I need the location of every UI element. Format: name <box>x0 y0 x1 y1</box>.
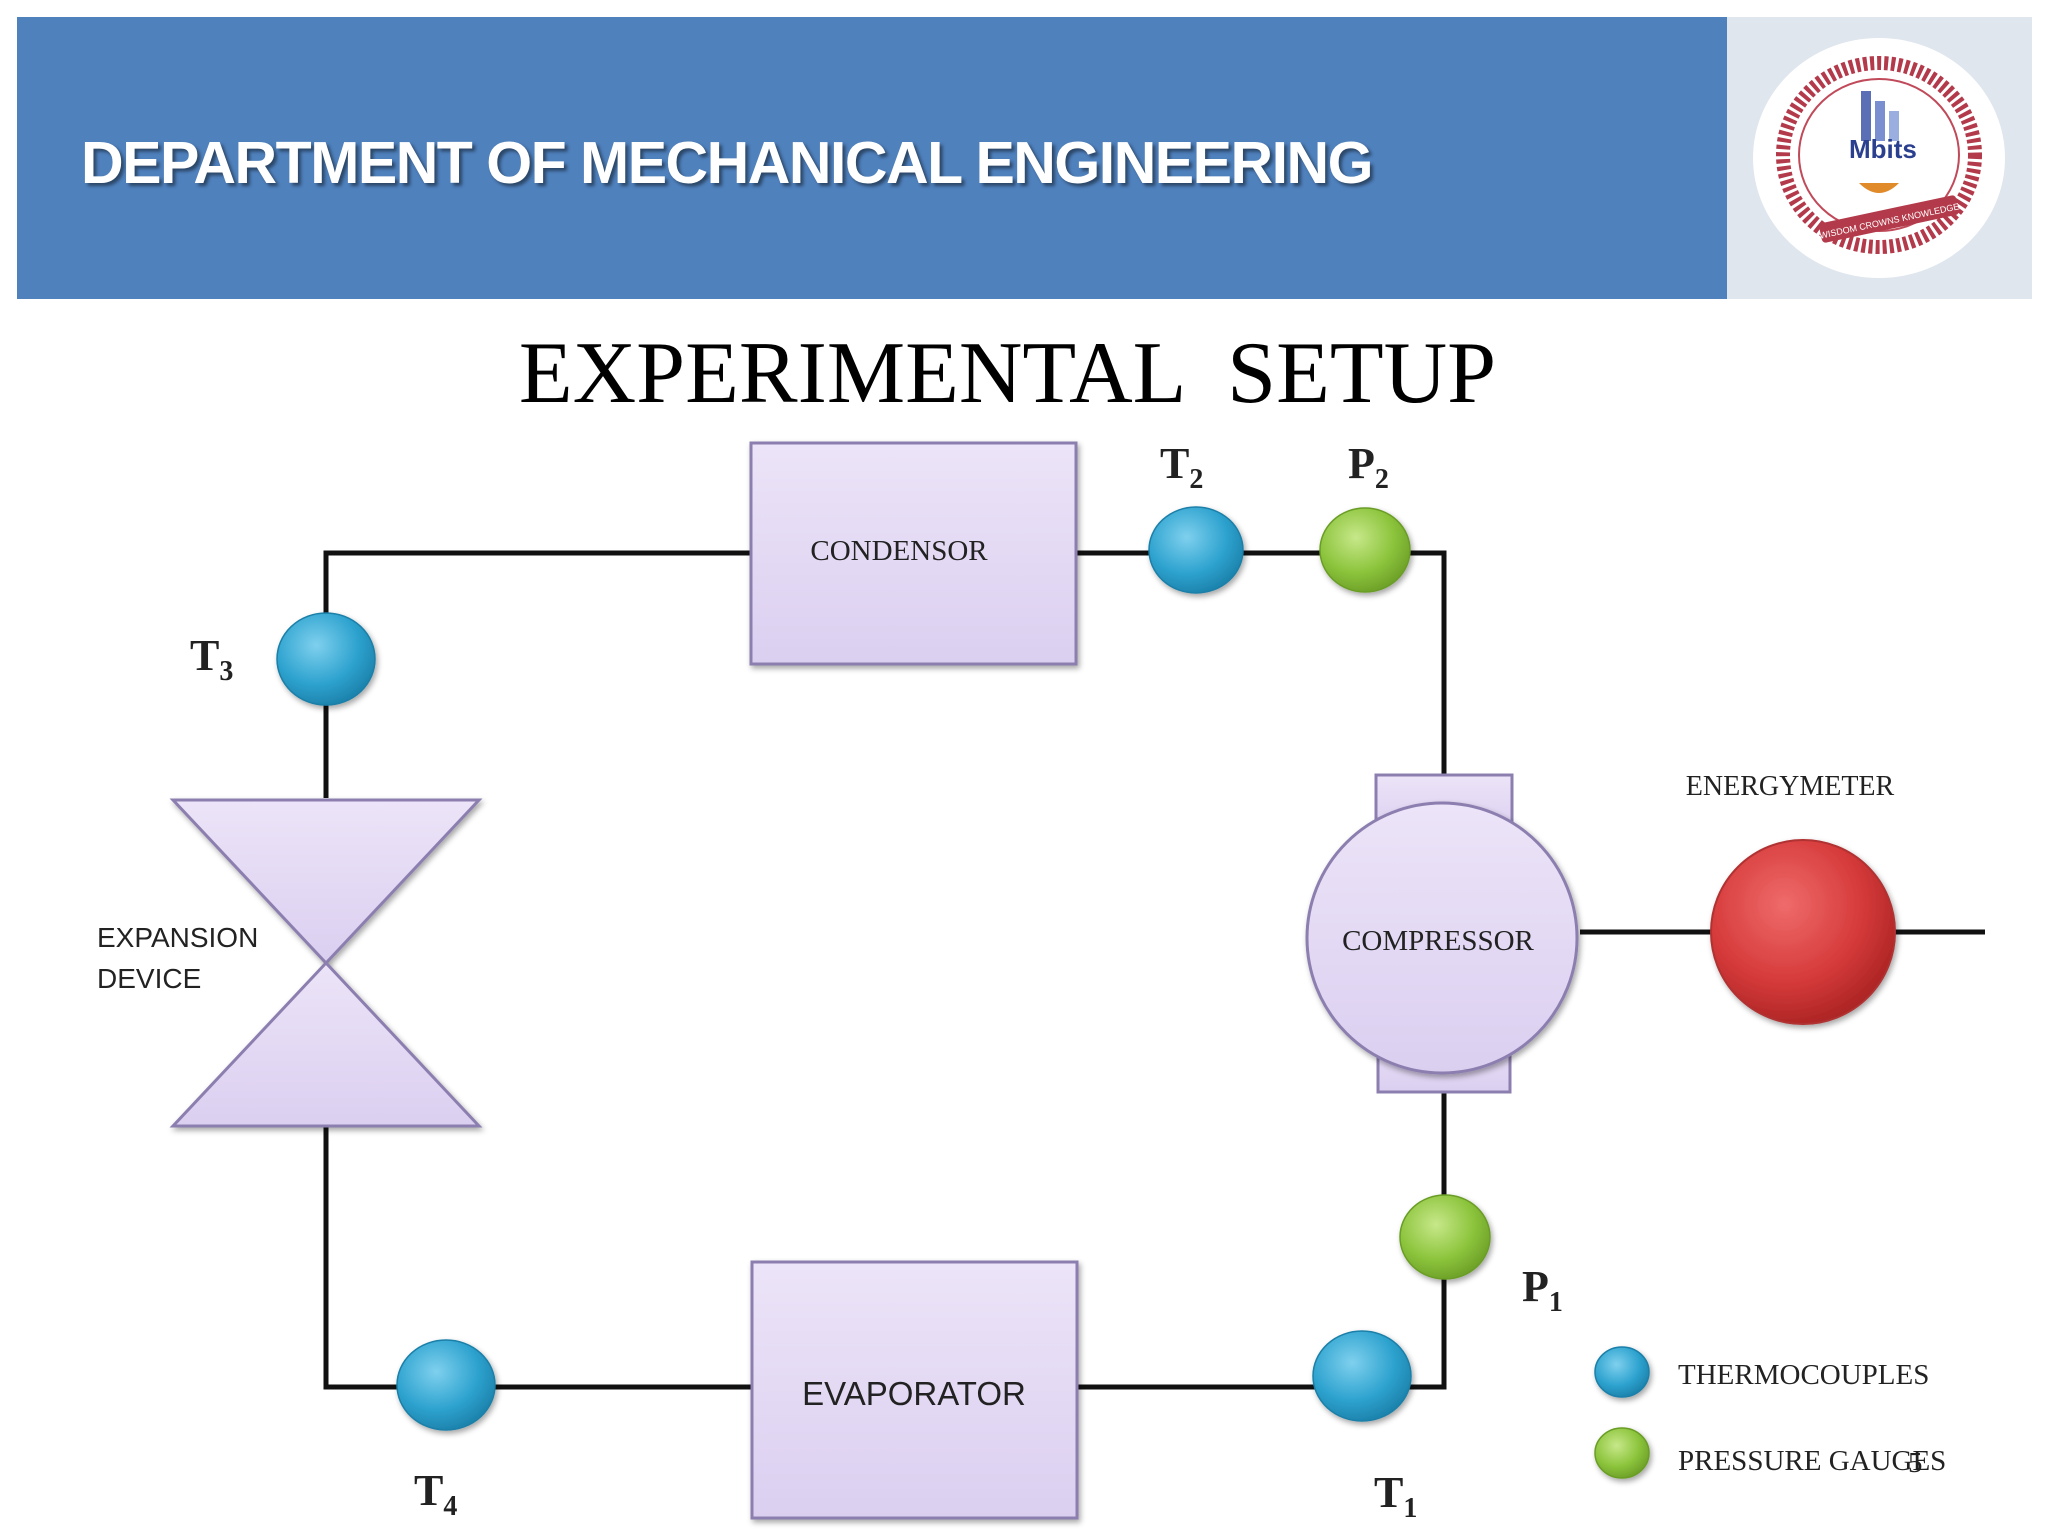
thermocouple-t4: T4 <box>396 1339 496 1522</box>
compressor-body <box>1305 801 1579 1075</box>
evaporator-box <box>750 1260 1079 1520</box>
legend: THERMOCOUPLES PRESSURE GAUGES 5 <box>1594 1346 1946 1479</box>
thermocouple-t2: T2 <box>1148 439 1244 594</box>
legend-pressure-gauges-label: PRESSURE GAUGES <box>1678 1445 1946 1477</box>
expansion-label-line1: EXPANSION <box>97 922 258 953</box>
pressure-gauge-p1: P1 <box>1399 1194 1563 1318</box>
logo-text: Mbits <box>1849 134 1917 164</box>
pressure-gauge-p2-marker <box>1319 507 1411 593</box>
t4-label: T4 <box>414 1466 457 1522</box>
p2-label: P2 <box>1348 439 1389 495</box>
page-number: 5 <box>1908 1447 1923 1479</box>
institution-logo: Mbits WISDOM CROWNS KNOWLEDGE <box>1753 38 2005 278</box>
department-title: DEPARTMENT OF MECHANICAL ENGINEERING <box>81 130 1374 196</box>
thermocouple-t1: T1 <box>1312 1330 1417 1524</box>
thermocouple-t3: T3 <box>190 612 376 706</box>
evaporator-unit: EVAPORATOR <box>750 1260 1079 1520</box>
p1-label: P1 <box>1522 1262 1563 1318</box>
compressor-unit: COMPRESSOR <box>1305 773 1579 1094</box>
energymeter-label: ENERGYMETER <box>1686 771 1895 802</box>
t3-label: T3 <box>190 631 233 687</box>
legend-pressure-gauge-swatch <box>1594 1427 1650 1479</box>
thermocouple-t3-marker <box>276 612 376 706</box>
expansion-lower-triangle <box>169 960 483 1128</box>
t1-label: T1 <box>1374 1468 1417 1524</box>
t2-label: T2 <box>1160 439 1203 495</box>
energymeter-unit: ENERGYMETER <box>1686 771 1896 1025</box>
thermocouple-t1-marker <box>1312 1330 1412 1422</box>
condensor-unit: CONDENSOR <box>749 441 1078 666</box>
thermocouple-t2-marker <box>1148 506 1244 594</box>
compressor-label: COMPRESSOR <box>1342 925 1534 957</box>
slide-title: EXPERIMENTAL SETUP <box>518 325 1497 422</box>
evaporator-label: EVAPORATOR <box>802 1375 1026 1412</box>
condensor-box <box>749 441 1078 666</box>
logo-container: Mbits WISDOM CROWNS KNOWLEDGE <box>1727 17 2032 299</box>
pressure-gauge-p2: P2 <box>1319 439 1411 593</box>
thermocouple-t4-marker <box>396 1339 496 1431</box>
pressure-gauge-p1-marker <box>1399 1194 1491 1280</box>
legend-thermocouple-swatch <box>1594 1346 1650 1398</box>
expansion-upper-triangle <box>169 798 483 966</box>
legend-thermocouples-label: THERMOCOUPLES <box>1678 1359 1929 1391</box>
expansion-device: EXPANSION DEVICE <box>97 798 483 1128</box>
condensor-label: CONDENSOR <box>810 535 988 567</box>
header-banner: DEPARTMENT OF MECHANICAL ENGINEERING Mbi… <box>17 17 2032 299</box>
energymeter-body <box>1710 839 1896 1025</box>
expansion-label-line2: DEVICE <box>97 963 201 994</box>
